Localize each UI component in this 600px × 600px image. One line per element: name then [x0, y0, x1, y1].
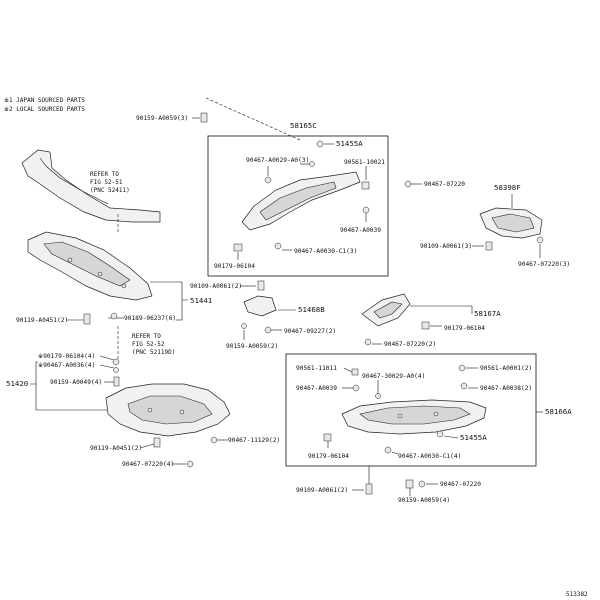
part-90467-07220-2: 90467-07220(2) [384, 341, 436, 348]
part-90189-06237: 90189-06237(6) [124, 315, 176, 322]
bumper-reinforcement-part [21, 149, 161, 223]
legend-local-sourced: ※2 LOCAL SOURCED PARTS [4, 106, 85, 113]
part-90467-09227-2: 90467-09227(2) [284, 328, 336, 335]
refer-fig-52-52-2: FIG 52-52 [132, 341, 165, 348]
part-58167a: 58167A [474, 309, 501, 318]
legend-japan-sourced: ※1 JAPAN SOURCED PARTS [4, 97, 85, 104]
part-51455a-bot: 51455A [460, 433, 487, 442]
part-51468b: 51468B [298, 305, 325, 314]
part-90467-07220-top: 90467-07220 [424, 181, 465, 188]
cover-58167a-part [361, 293, 411, 327]
part-90467-07220-3: 90467-07220(3) [518, 261, 570, 268]
bracket-51468b-part [243, 295, 277, 317]
refer-fig-52-51-1: REFER TO [90, 171, 119, 178]
part-90467-a0039-top: 90467-A0039 [340, 227, 381, 234]
part-90159-a0059-3: 90159-A0059(3) [136, 115, 188, 122]
part-51455a-top: 51455A [336, 139, 363, 148]
part-90467-07220-4: 90467-07220(4) [122, 461, 174, 468]
part-90179-06104-4: ※90179-06104(4) [38, 353, 95, 360]
part-90159-a0049-4: 90159-A0049(4) [50, 379, 102, 386]
rear-under-cover-58166a-part [341, 399, 487, 435]
part-90561-11011: 90561-11011 [296, 365, 337, 372]
group-box-58166a [285, 353, 537, 467]
part-90467-30029-a0-4: 90467-30029-A0(4) [362, 373, 425, 380]
part-90467-11129: 90467-11129(2) [228, 437, 280, 444]
side-cover-58165c-part [241, 171, 361, 231]
part-51420: 51420 [6, 379, 28, 388]
part-58166a: 58166A [545, 407, 572, 416]
part-90467-a0038-2: 90467-A0038(2) [480, 385, 532, 392]
part-58398f: 58398F [494, 183, 521, 192]
engine-under-cover-part [27, 231, 153, 301]
part-90179-06104-mid: 90179-06104 [444, 325, 485, 332]
cover-58398f-part [479, 207, 543, 239]
part-51441: 51441 [190, 296, 212, 305]
part-90467-07220-bot: 90467-07220 [440, 481, 481, 488]
part-90119-a0451-left: 90119-A0451(2) [16, 317, 68, 324]
part-90467-a0029-a0-3: 90467-A0029-A0(3) [246, 157, 309, 164]
under-cover-assembly-part [105, 383, 231, 437]
part-90159-a0059-2: 90159-A0059(2) [226, 343, 278, 350]
part-90119-a0451-bot: 90119-A0451(2) [90, 445, 142, 452]
refer-fig-52-51-3: (PNC 52411) [90, 187, 130, 194]
group-box-58165c [207, 135, 389, 277]
refer-fig-52-52-3: (PNC 52119D) [132, 349, 175, 356]
part-58165c: 58165C [290, 121, 317, 130]
part-90179-06104-bot: 90179-06104 [308, 453, 349, 460]
part-90467-a0039-bot: 90467-A0039 [296, 385, 337, 392]
part-90109-a0061-3: 90109-A0061(3) [420, 243, 472, 250]
part-90467-a0036-4: ※90467-A0036(4) [38, 362, 95, 369]
part-90467-a0030-c1-4: 90467-A0030-C1(4) [398, 453, 461, 460]
refer-fig-52-52-1: REFER TO [132, 333, 161, 340]
part-90109-a0061-2-mid: 90109-A0061(2) [190, 283, 242, 290]
diagram-code: 513382 [566, 591, 588, 598]
part-90467-a0030-c1-3: 90467-A0030-C1(3) [294, 248, 357, 255]
part-90561-10021: 90561-10021 [344, 159, 385, 166]
part-90159-a0059-4: 90159-A0059(4) [398, 497, 450, 504]
part-90561-a0001-2: 90561-A0001(2) [480, 365, 532, 372]
part-90179-06104-top: 90179-06104 [214, 263, 255, 270]
part-90109-a0061-2-bot: 90109-A0061(2) [296, 487, 348, 494]
refer-fig-52-51-2: FIG 52-51 [90, 179, 123, 186]
